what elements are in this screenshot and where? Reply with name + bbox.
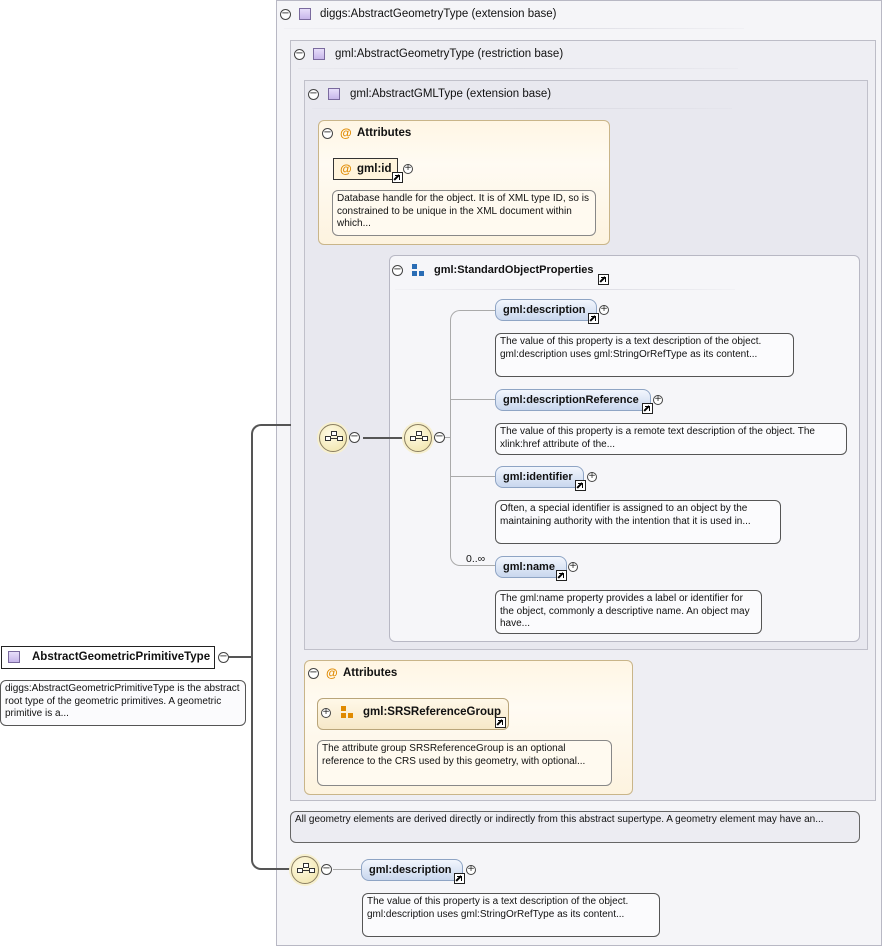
reference-arrow-icon[interactable] <box>588 313 599 324</box>
collapse-icon[interactable]: − <box>434 431 445 443</box>
collapse-icon[interactable]: − <box>218 651 229 663</box>
sequence-icon[interactable] <box>404 424 432 452</box>
expand-icon[interactable]: + <box>403 163 413 174</box>
element-doc: The value of this property is a remote t… <box>495 423 847 455</box>
connector-line <box>333 869 361 870</box>
connector-branch <box>450 310 495 566</box>
root-connector <box>251 424 291 870</box>
divider <box>284 28 744 29</box>
divider <box>312 108 732 109</box>
expand-icon[interactable]: + <box>466 864 476 875</box>
element-doc: Often, a special identifier is assigned … <box>495 500 781 544</box>
reference-arrow-icon[interactable] <box>495 717 506 728</box>
reference-arrow-icon[interactable] <box>598 274 609 285</box>
connector-line <box>363 437 405 439</box>
expand-icon[interactable]: + <box>587 471 597 482</box>
attribute-gml-id[interactable] <box>333 158 398 180</box>
attributes-label: Attributes <box>357 127 412 139</box>
collapse-icon[interactable]: − <box>392 264 403 276</box>
attribute-group-icon <box>341 706 354 719</box>
reference-arrow-icon[interactable] <box>642 403 653 414</box>
root-type-box[interactable] <box>1 646 215 669</box>
connector-line <box>450 399 495 400</box>
collapse-icon[interactable]: − <box>321 863 332 875</box>
collapse-icon[interactable]: − <box>308 88 319 100</box>
attribute-group-name: gml:SRSReferenceGroup <box>363 706 502 718</box>
reference-arrow-icon[interactable] <box>392 172 403 183</box>
collapse-icon[interactable]: − <box>294 48 305 60</box>
element-doc: The gml:name property provides a label o… <box>495 590 762 634</box>
panel-title: gml:AbstractGeometryType (restriction ba… <box>335 48 564 60</box>
collapse-icon[interactable]: − <box>308 667 319 679</box>
attributes-label: Attributes <box>343 667 398 679</box>
cardinality-label: 0..∞ <box>466 553 486 565</box>
expand-icon[interactable]: + <box>653 394 663 405</box>
sequence-icon[interactable] <box>291 856 319 884</box>
collapse-icon[interactable]: − <box>322 127 333 139</box>
type-icon <box>328 88 340 100</box>
expand-icon[interactable]: + <box>321 707 331 718</box>
collapse-icon[interactable]: − <box>280 8 291 20</box>
sequence-icon[interactable] <box>319 424 347 452</box>
expand-icon[interactable]: + <box>599 304 609 315</box>
attribute-icon: @ <box>340 162 352 176</box>
attribute-icon: @ <box>340 126 352 140</box>
attribute-icon: @ <box>326 666 338 680</box>
attribute-name: gml:id <box>357 163 392 175</box>
reference-arrow-icon[interactable] <box>556 570 567 581</box>
group-title: gml:StandardObjectProperties <box>434 264 594 276</box>
root-doc: diggs:AbstractGeometricPrimitiveType is … <box>0 680 246 726</box>
group-icon <box>412 264 424 276</box>
type-icon <box>8 651 20 663</box>
element-gml-description-reference[interactable]: gml:descriptionReference <box>495 389 651 411</box>
element-gml-name[interactable]: gml:name <box>495 556 567 578</box>
type-icon <box>299 8 311 20</box>
attribute-group-doc: The attribute group SRSReferenceGroup is… <box>317 740 612 786</box>
collapse-icon[interactable]: − <box>349 431 360 443</box>
element-doc: The value of this property is a text des… <box>495 333 794 377</box>
reference-arrow-icon[interactable] <box>454 873 465 884</box>
type-doc: All geometry elements are derived direct… <box>290 811 860 843</box>
element-gml-description-bottom[interactable]: gml:description <box>361 859 463 881</box>
root-type-name: AbstractGeometricPrimitiveType <box>32 651 211 663</box>
divider <box>395 289 735 290</box>
divider <box>298 68 738 69</box>
attribute-doc: Database handle for the object. It is of… <box>332 190 596 236</box>
reference-arrow-icon[interactable] <box>575 480 586 491</box>
element-gml-description[interactable]: gml:description <box>495 299 597 321</box>
panel-title: gml:AbstractGMLType (extension base) <box>350 88 552 100</box>
connector-line <box>228 656 252 658</box>
connector-line <box>450 476 495 477</box>
element-gml-identifier[interactable]: gml:identifier <box>495 466 584 488</box>
element-doc: The value of this property is a text des… <box>362 893 660 937</box>
expand-icon[interactable]: + <box>568 561 578 572</box>
type-icon <box>313 48 325 60</box>
panel-title: diggs:AbstractGeometryType (extension ba… <box>320 8 557 20</box>
